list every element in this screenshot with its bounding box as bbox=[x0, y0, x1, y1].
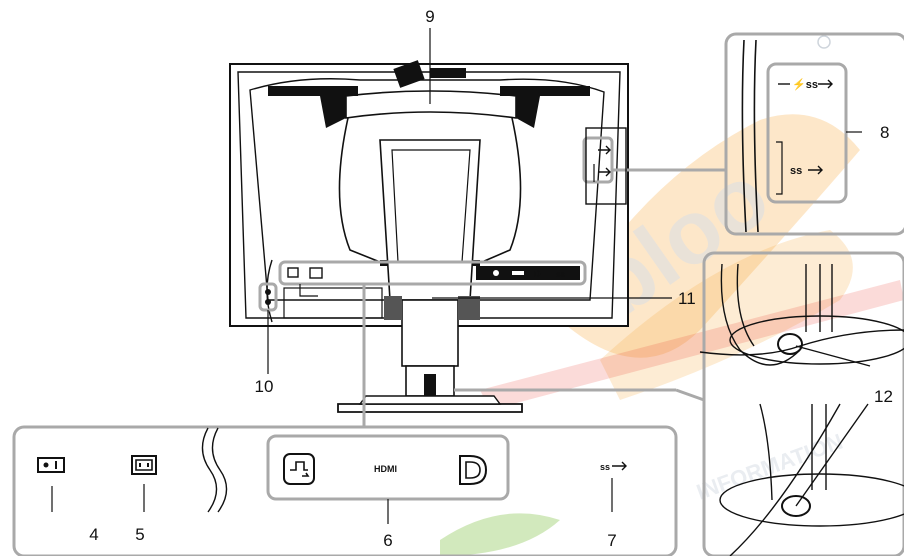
callout-boxes bbox=[12, 32, 904, 556]
security-lock-icon bbox=[265, 289, 271, 305]
callout-4: 4 bbox=[89, 525, 98, 544]
hdmi-label: HDMI bbox=[374, 464, 397, 474]
svg-text:ss: ss bbox=[790, 165, 802, 177]
svg-text:ss: ss bbox=[600, 462, 610, 472]
hdmi-icon: HDMI bbox=[374, 464, 397, 474]
usb-upstream-icon bbox=[283, 453, 315, 485]
usb-detail-icons: ⚡ss ss bbox=[741, 39, 862, 233]
callout-11: 11 bbox=[678, 289, 696, 308]
power-connector-icon bbox=[131, 455, 157, 475]
callout-6: 6 bbox=[383, 531, 392, 550]
usb-detail-panel bbox=[724, 32, 904, 236]
bottom-panel-icons: HDMI ss bbox=[37, 427, 627, 524]
usb-ports-group bbox=[766, 62, 848, 204]
callout-12: 12 bbox=[874, 387, 893, 406]
side-usb-ports bbox=[585, 127, 627, 205]
bottom-detail-panel bbox=[12, 425, 678, 556]
callout-8: 8 bbox=[880, 123, 889, 142]
side-usb-highlight bbox=[582, 136, 614, 184]
rear-port-strip: D ss bbox=[287, 266, 580, 297]
svg-text:⚡ss: ⚡ss bbox=[792, 78, 818, 91]
monitor-rear bbox=[229, 60, 629, 413]
port-strip-highlight bbox=[278, 260, 587, 286]
callout-9: 9 bbox=[425, 7, 434, 26]
callout-numbers: 9 8 11 10 12 4 5 6 7 bbox=[89, 7, 893, 550]
cable-holder-icon bbox=[699, 263, 904, 556]
svg-text:ss: ss bbox=[556, 270, 565, 279]
usb-superspeed-icon: ss bbox=[600, 461, 627, 472]
callout-7: 7 bbox=[607, 531, 616, 550]
cable-holder-panel bbox=[702, 251, 904, 556]
callout-10: 10 bbox=[255, 377, 274, 396]
power-switch-icon bbox=[37, 457, 65, 473]
callout-5: 5 bbox=[135, 525, 144, 544]
displayport-icon bbox=[459, 455, 488, 485]
svg-text:D: D bbox=[534, 269, 541, 279]
